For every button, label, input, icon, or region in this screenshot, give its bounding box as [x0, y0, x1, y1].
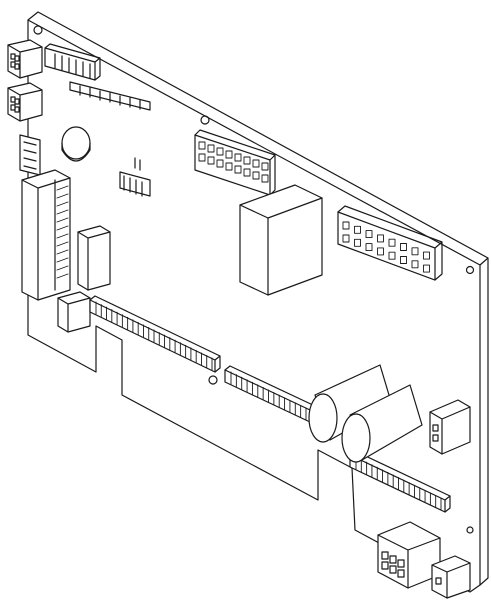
connector-cell [198, 153, 206, 162]
right-lower-header-pins [355, 456, 442, 511]
small-ic-center [119, 157, 151, 197]
connector-top-left-lower [7, 82, 43, 122]
connector-cell [261, 162, 269, 171]
connector-cell [354, 238, 361, 247]
lower-left-header-pins [95, 301, 213, 371]
square-chip [57, 291, 91, 333]
top-mid-connector-cells [198, 141, 269, 183]
mounting-hole-mid [200, 115, 210, 125]
connector-cell [225, 150, 233, 159]
right-upper-connector-cells [342, 221, 430, 273]
connector-cell [252, 159, 260, 168]
connector-cell [342, 221, 350, 230]
vertical-module-pins [56, 185, 69, 279]
connector-cell [400, 256, 407, 264]
right-upper-connector [337, 205, 443, 281]
connector-cell [243, 168, 251, 177]
connector-cell [198, 141, 206, 150]
mounting-hole-lower [208, 375, 218, 385]
connector-cell [243, 156, 251, 165]
connector-cell [234, 153, 242, 162]
connector-cell [216, 147, 224, 156]
mounting-hole-bottom-right [466, 526, 474, 534]
connector-cell [388, 251, 396, 260]
connector-cell [377, 247, 384, 256]
top-pin-row [69, 81, 151, 111]
connector-cell [216, 159, 224, 168]
connector-cell [342, 234, 350, 243]
connector-cell [400, 243, 407, 251]
bottom-right-small-connector [431, 555, 471, 599]
vertical-module [21, 169, 71, 301]
mounting-hole-top-left [33, 25, 43, 35]
connector-cell [388, 238, 396, 247]
relay-block [239, 184, 323, 296]
buzzer [61, 126, 91, 162]
connector-cell [225, 162, 233, 171]
mounting-hole-right [465, 265, 475, 275]
shaded-chip [77, 225, 111, 291]
connector-cell [377, 234, 384, 243]
top-header-strip [44, 43, 101, 81]
connector-cell [234, 165, 242, 174]
connector-cell [423, 251, 430, 260]
lower-left-header [89, 295, 221, 373]
connector-cell [207, 144, 215, 153]
connector-cell [423, 264, 430, 273]
connector-cell [354, 225, 361, 234]
connector-cell [261, 174, 269, 183]
connector-cell [252, 171, 260, 180]
connector-cell [207, 156, 215, 165]
board-edge [27, 11, 489, 586]
connector-cell [365, 243, 373, 252]
connector-top-left-upper [7, 39, 43, 79]
connector-cell [365, 230, 373, 239]
left-small-header [19, 134, 41, 176]
right-side-connector [429, 399, 471, 455]
capacitor-right [341, 384, 423, 463]
connector-cell [411, 260, 419, 269]
connector-cell [411, 247, 419, 256]
middle-lower-header-pins [230, 371, 307, 421]
